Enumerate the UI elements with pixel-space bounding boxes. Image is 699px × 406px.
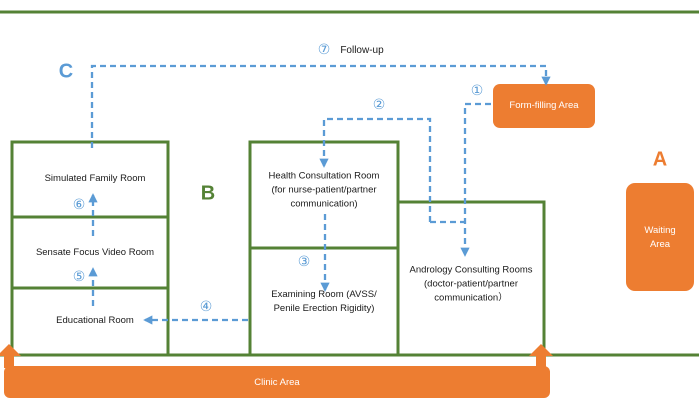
left-room-block: [10, 140, 170, 357]
step-1-path: [460, 102, 491, 257]
step-7-marker: ⑦: [317, 40, 331, 57]
waiting-area: [626, 183, 694, 291]
area-letter-c: C: [58, 60, 74, 83]
andrology-room-block: [396, 200, 546, 357]
clinic-arrow-left: [0, 344, 21, 368]
step-2-marker: ②: [372, 95, 386, 112]
step-2-path: [319, 117, 432, 222]
area-letter-b: B: [200, 182, 216, 205]
form-filling-area-label: Form-filling Area: [509, 100, 579, 112]
examining-room-label: Examining Room (AVSS/ Penile Erection Ri…: [271, 289, 377, 314]
area-letter-a: A: [652, 148, 668, 171]
simulated-family-room-label: Simulated Family Room: [44, 173, 146, 185]
step-7-follow-up-path: [90, 64, 551, 148]
sensate-focus-video-room-label: Sensate Focus Video Room: [35, 247, 155, 259]
clinic-arrow-right: [529, 344, 553, 368]
step-1-marker: ①: [470, 81, 484, 98]
waiting-area-label: Waiting Area: [644, 225, 676, 250]
andrology-consulting-rooms-label: Andrology Consulting Rooms (doctor-patie…: [409, 264, 533, 303]
step-5-marker: ⑤: [72, 267, 86, 284]
step-6-marker: ⑥: [72, 195, 86, 212]
health-consultation-room-label: Health Consultation Room (for nurse-pati…: [268, 170, 380, 209]
step-3-marker: ③: [297, 252, 311, 269]
follow-up-label: Follow-up: [340, 44, 384, 56]
educational-room-label: Educational Room: [56, 315, 134, 327]
form-filling-area: [493, 84, 595, 128]
clinic-area-bar: [4, 366, 550, 398]
clinic-area-label: Clinic Area: [254, 377, 300, 389]
step-4-marker: ④: [199, 297, 213, 314]
